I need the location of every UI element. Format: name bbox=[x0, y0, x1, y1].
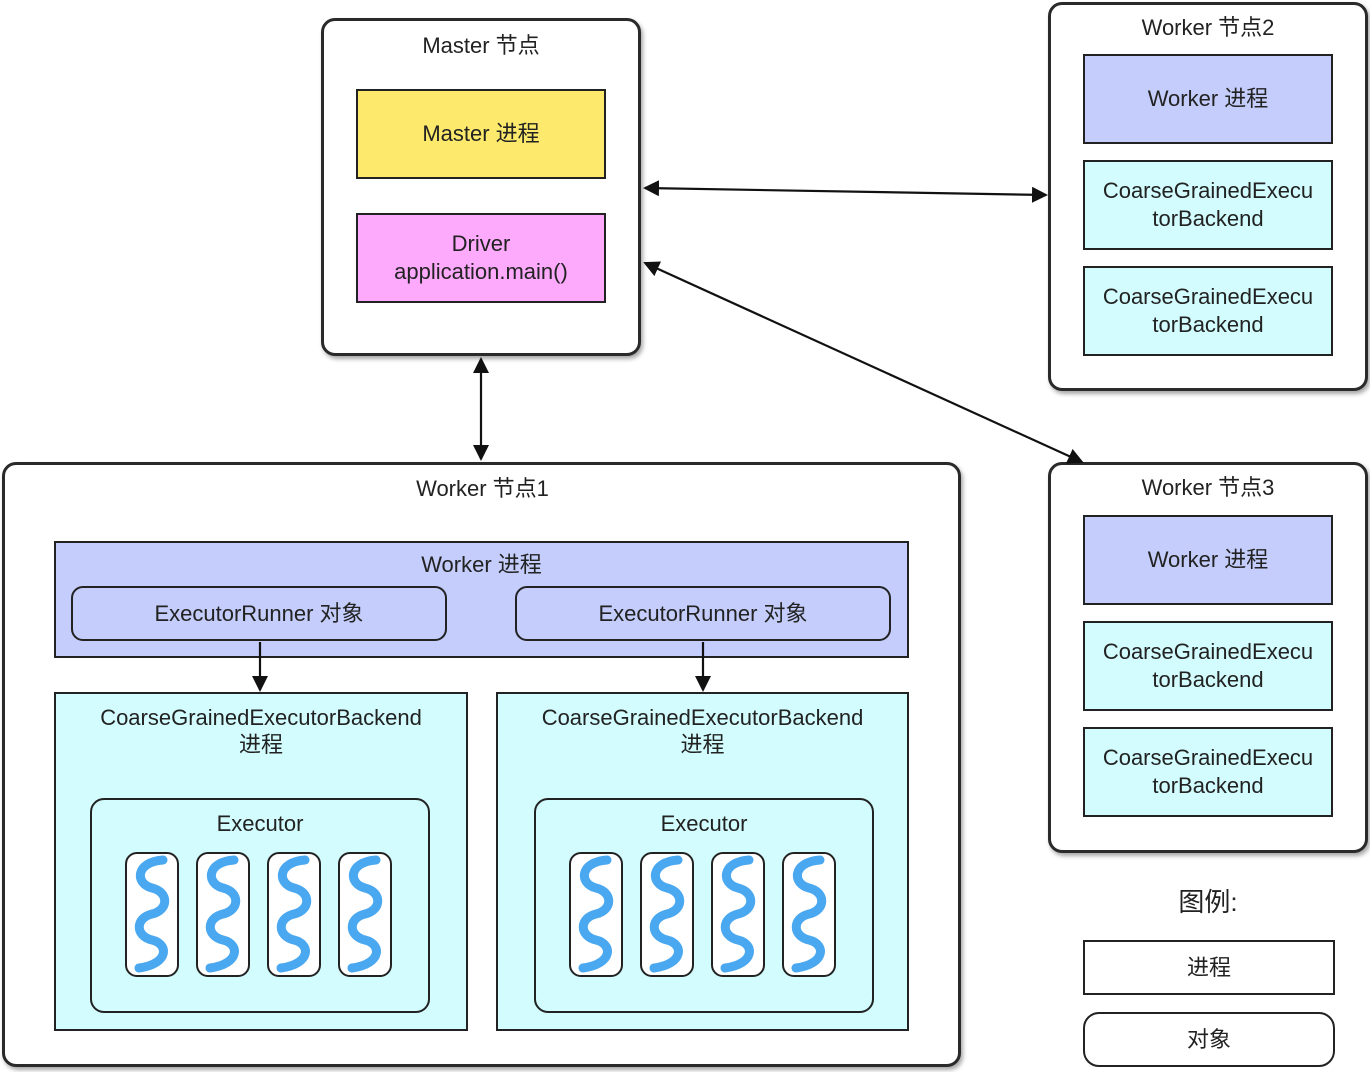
executor-1-label: Executor bbox=[216, 811, 304, 836]
worker2-backend-1-label: CoarseGrainedExecu torBackend bbox=[1102, 178, 1314, 231]
thread-icon bbox=[125, 852, 179, 977]
thread-wave-icon bbox=[276, 855, 312, 973]
master-node-title: Master 节点 bbox=[422, 33, 540, 58]
worker3-backend-2: CoarseGrainedExecu torBackend bbox=[1083, 727, 1333, 817]
thread-wave-icon bbox=[720, 855, 756, 973]
executor-runner-2: ExecutorRunner 对象 bbox=[515, 586, 891, 641]
worker3-process: Worker 进程 bbox=[1083, 515, 1333, 605]
worker3-backend-1: CoarseGrainedExecu torBackend bbox=[1083, 621, 1333, 711]
backend-process-2-label: CoarseGrainedExecutorBackend 进程 bbox=[541, 705, 864, 757]
worker1-process-label: Worker 进程 bbox=[421, 552, 542, 577]
worker2-node-title: Worker 节点2 bbox=[1141, 15, 1275, 40]
worker2-process: Worker 进程 bbox=[1083, 54, 1333, 144]
master-process-label: Master 进程 bbox=[422, 121, 540, 146]
worker3-node-title: Worker 节点3 bbox=[1141, 475, 1275, 500]
thread-wave-icon bbox=[649, 855, 685, 973]
legend-process-label: 进程 bbox=[1186, 954, 1231, 980]
worker3-backend-2-label: CoarseGrainedExecu torBackend bbox=[1102, 745, 1314, 798]
thread-wave-icon bbox=[578, 855, 614, 973]
thread-icon bbox=[711, 852, 765, 977]
thread-wave-icon bbox=[347, 855, 383, 973]
thread-icon bbox=[569, 852, 623, 977]
executor-runner-1: ExecutorRunner 对象 bbox=[71, 586, 447, 641]
thread-icon bbox=[640, 852, 694, 977]
arrow-master-worker2 bbox=[643, 180, 1048, 203]
worker2-process-label: Worker 进程 bbox=[1147, 86, 1269, 111]
legend-process: 进程 bbox=[1083, 940, 1335, 995]
master-node: Master 节点 bbox=[321, 18, 641, 356]
executor-runner-1-label: ExecutorRunner 对象 bbox=[154, 600, 364, 626]
thread-wave-icon bbox=[205, 855, 241, 973]
executor-2-label: Executor bbox=[660, 811, 748, 836]
arrow-master-worker3 bbox=[643, 261, 1084, 464]
legend-object: 对象 bbox=[1083, 1012, 1335, 1067]
worker2-backend-1: CoarseGrainedExecu torBackend bbox=[1083, 160, 1333, 250]
worker1-node-title: Worker 节点1 bbox=[416, 476, 549, 501]
driver-label: Driver application.main() bbox=[394, 231, 568, 284]
backend-process-1-label: CoarseGrainedExecutorBackend 进程 bbox=[100, 705, 422, 757]
thread-wave-icon bbox=[791, 855, 827, 973]
thread-wave-icon bbox=[134, 855, 170, 973]
thread-icon bbox=[782, 852, 836, 977]
worker3-backend-1-label: CoarseGrainedExecu torBackend bbox=[1102, 639, 1314, 692]
thread-icon bbox=[267, 852, 321, 977]
legend-title: 图例: bbox=[1178, 887, 1238, 917]
thread-icon bbox=[196, 852, 250, 977]
executor-runner-2-label: ExecutorRunner 对象 bbox=[598, 600, 808, 626]
worker2-backend-2-label: CoarseGrainedExecu torBackend bbox=[1102, 284, 1314, 337]
worker2-backend-2: CoarseGrainedExecu torBackend bbox=[1083, 266, 1333, 356]
thread-icon bbox=[338, 852, 392, 977]
driver-process: Driver application.main() bbox=[356, 213, 606, 303]
legend-object-label: 对象 bbox=[1186, 1026, 1231, 1052]
master-process: Master 进程 bbox=[356, 89, 606, 179]
worker3-process-label: Worker 进程 bbox=[1147, 547, 1269, 572]
